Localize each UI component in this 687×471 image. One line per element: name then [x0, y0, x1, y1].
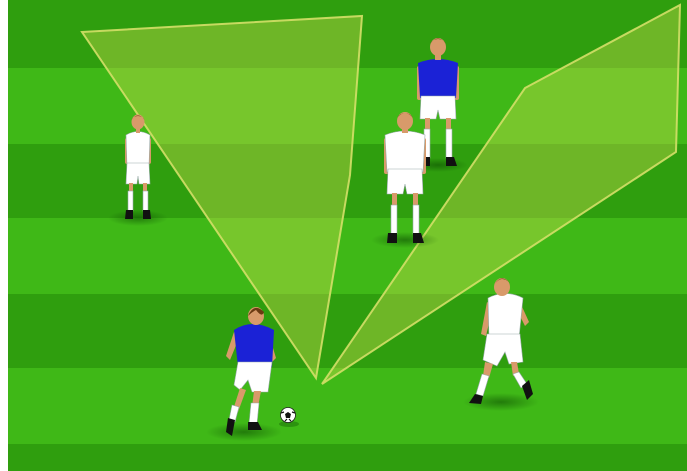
pitch-canvas: [0, 0, 687, 471]
drill-diagram: [0, 0, 687, 471]
